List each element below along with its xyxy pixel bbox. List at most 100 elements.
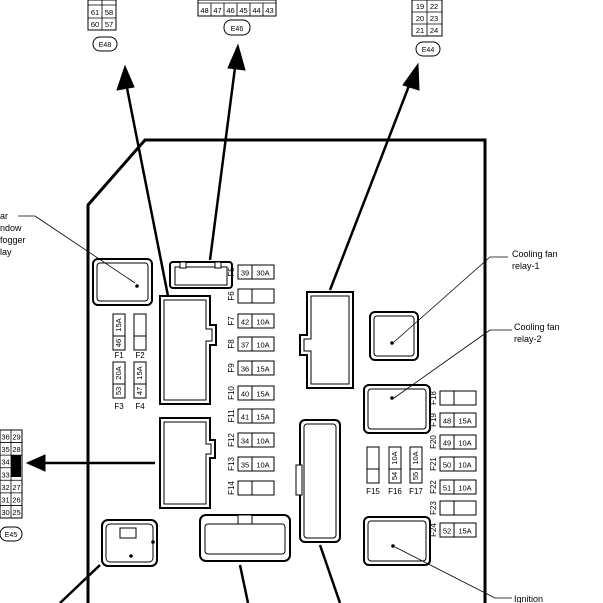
- fuse-pin: 34: [241, 437, 249, 446]
- fuse-id: F17: [409, 487, 423, 496]
- callout-cooling-fan-relay-2: Cooling fan relay-2: [393, 322, 560, 399]
- connector-e44: 19 22 20 23 21 24 E44: [411, 0, 443, 57]
- rear-defogger-label-4: lay: [0, 247, 12, 257]
- e44-pin: 24: [430, 26, 438, 35]
- ignition-relay: [363, 516, 431, 566]
- fuse-f2: F2: [133, 313, 147, 360]
- e46-label: E46: [231, 26, 244, 33]
- fuse-id: F6: [227, 291, 236, 301]
- e45-pin: 29: [12, 433, 20, 442]
- e48-label: E48: [99, 42, 112, 49]
- fuse-amp: 15A: [135, 366, 144, 379]
- fuse-id: F24: [429, 523, 438, 537]
- fuse-id: F18: [429, 391, 438, 405]
- fuse-id: F2: [135, 351, 145, 360]
- fuse-pin: 49: [443, 439, 451, 448]
- e45-pin: 33: [1, 470, 9, 479]
- rear-defogger-relay: [92, 258, 153, 306]
- fuse-amp: 10A: [458, 484, 471, 493]
- fuse-pin: 37: [241, 341, 249, 350]
- e44-pin: 21: [416, 26, 424, 35]
- fuse-amp: 15A: [458, 527, 471, 536]
- connector-left-mid: [159, 417, 216, 509]
- fuse-amp: 10A: [256, 461, 269, 470]
- fuse-id: F19: [429, 413, 438, 427]
- fuse-amp: 15A: [256, 365, 269, 374]
- fuse-id: F4: [135, 402, 145, 411]
- fuse-pin: 47: [135, 387, 144, 395]
- e45-pin: 25: [12, 508, 20, 517]
- fuse-id: F12: [227, 433, 236, 447]
- fuse-id: F9: [227, 363, 236, 373]
- e44-pin: 23: [430, 14, 438, 23]
- cooling-fan-relay-1-label-2: relay-1: [512, 261, 540, 271]
- e46-pin: 45: [239, 6, 247, 15]
- rear-defogger-label-3: fogger: [0, 235, 26, 245]
- cooling-fan-relay-1-label-1: Cooling fan: [512, 249, 558, 259]
- e44-label: E44: [422, 47, 435, 54]
- fuse-f23: F23: [429, 500, 477, 516]
- e45-pin: 27: [12, 483, 20, 492]
- fuse-pin: 50: [443, 461, 451, 470]
- e45-latch: [11, 455, 21, 477]
- fuse-id: F14: [227, 481, 236, 495]
- fuse-pin: 39: [241, 269, 249, 278]
- e48-pin: 57: [105, 20, 113, 29]
- fuse-pin: 41: [241, 413, 249, 422]
- fuse-pin: 51: [443, 484, 451, 493]
- fuse-id: F7: [227, 316, 236, 326]
- fuse-amp: 10A: [390, 451, 399, 464]
- fuse-f18: F18: [429, 390, 477, 406]
- fuse-amp: 15A: [458, 417, 471, 426]
- fuse-id: F10: [227, 386, 236, 400]
- connector-right-tall: [295, 419, 341, 543]
- fuse-amp: 10A: [256, 318, 269, 327]
- fuse-pin: 54: [390, 472, 399, 480]
- cooling-fan-relay-1: [369, 311, 419, 361]
- e46-pin: 43: [265, 6, 273, 15]
- fuse-amp: 30A: [256, 269, 269, 278]
- fuse-f14: F14: [227, 480, 275, 496]
- cooling-fan-relay-2: [363, 384, 431, 434]
- fuse-amp: 10A: [458, 439, 471, 448]
- fuse-f7: F7 42 10A: [227, 313, 275, 329]
- fuse-pin: 42: [241, 318, 249, 327]
- fuse-f6: F6: [227, 288, 275, 304]
- fuse-id: F22: [429, 480, 438, 494]
- connector-bottom-left: [101, 519, 158, 567]
- fuse-id: F23: [429, 501, 438, 515]
- e45-pin: 28: [12, 445, 20, 454]
- fuse-f21: F21 50 10A: [429, 456, 477, 472]
- fuse-amp: 10A: [256, 341, 269, 350]
- fuse-pin: 55: [411, 472, 420, 480]
- e44-pin: 19: [416, 2, 424, 11]
- fuse-id: F3: [114, 402, 124, 411]
- e45-pin: 34: [1, 458, 9, 467]
- callout-cooling-fan-relay-1: Cooling fan relay-1: [393, 249, 558, 343]
- e44-pin: 22: [430, 2, 438, 11]
- e46-pin: 46: [226, 6, 234, 15]
- callout-ignition: Ignition: [394, 546, 543, 603]
- fuse-pin: 53: [114, 387, 123, 395]
- fuse-pin: 35: [241, 461, 249, 470]
- e44-pin: 20: [416, 14, 424, 23]
- e45-pin: 36: [1, 433, 9, 442]
- e46-pin: 44: [252, 6, 260, 15]
- fuse-amp: 15A: [114, 318, 123, 331]
- fuse-pin: 40: [241, 390, 249, 399]
- arrows: [25, 43, 420, 603]
- fuse-id: F13: [227, 457, 236, 471]
- fuse-amp: 10A: [458, 461, 471, 470]
- e45-pin: 26: [12, 495, 20, 504]
- fuse-id: F21: [429, 457, 438, 471]
